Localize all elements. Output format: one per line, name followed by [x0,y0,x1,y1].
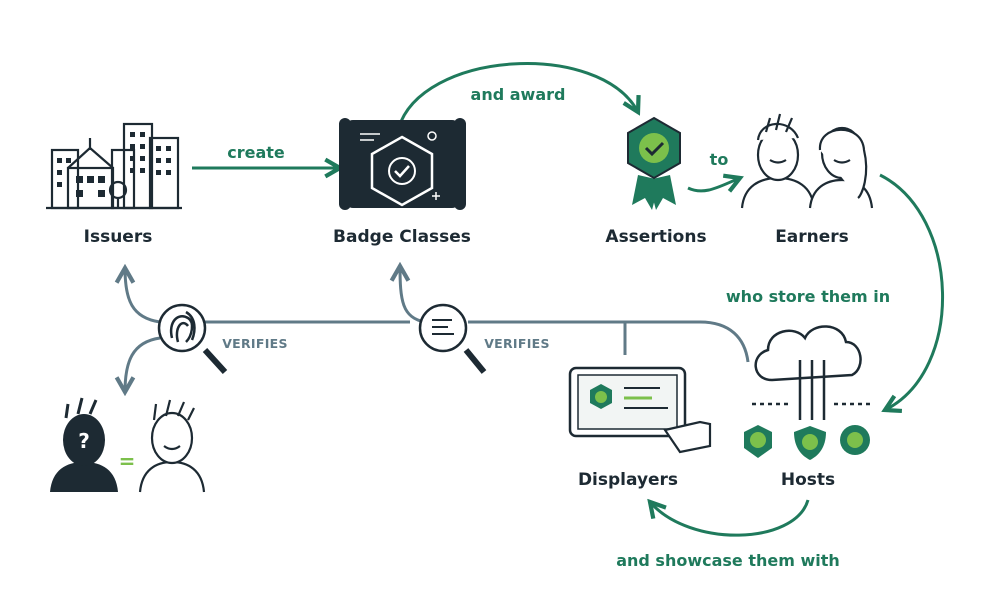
verify-line [195,320,750,363]
ribbon-badge-icon [627,116,681,210]
tablet-hand-icon [568,366,712,454]
to-earners-arrow [687,178,740,191]
issuers-label: Issuers [84,227,153,247]
people-icon [740,113,874,209]
verifies-label-2: VERIFIES [484,336,550,351]
city-buildings-icon [46,122,182,210]
verifies-label-1: VERIFIES [222,336,288,351]
store-arrow [879,173,945,410]
verify-up-issuers [125,268,161,324]
create-label: create [227,143,285,162]
assertions-label: Assertions [605,227,706,247]
person-icon [138,399,206,493]
showcase-arrow [650,500,810,537]
unknown-person-icon: ? [50,397,118,492]
equals-sign: = [119,449,136,473]
verify-up-badgeclass [400,266,426,324]
displayers-label: Displayers [578,470,678,490]
earners-label: Earners [775,227,849,247]
badge-classes-label: Badge Classes [333,227,471,247]
cloud-server-icon [744,325,872,460]
to-label: to [710,150,729,169]
award-arrow [396,62,638,131]
svg-text:?: ? [78,429,90,453]
showcase-label: and showcase them with [616,551,840,570]
building-windows [57,132,171,197]
blueprint-badge-icon [339,118,466,210]
verify-down-person [125,336,161,392]
fingerprint-magnifier-icon [157,303,228,375]
who-store-label: who store them in [726,287,890,306]
and-award-label: and award [471,85,566,104]
hosts-label: Hosts [781,470,835,490]
document-magnifier-icon [418,303,487,374]
